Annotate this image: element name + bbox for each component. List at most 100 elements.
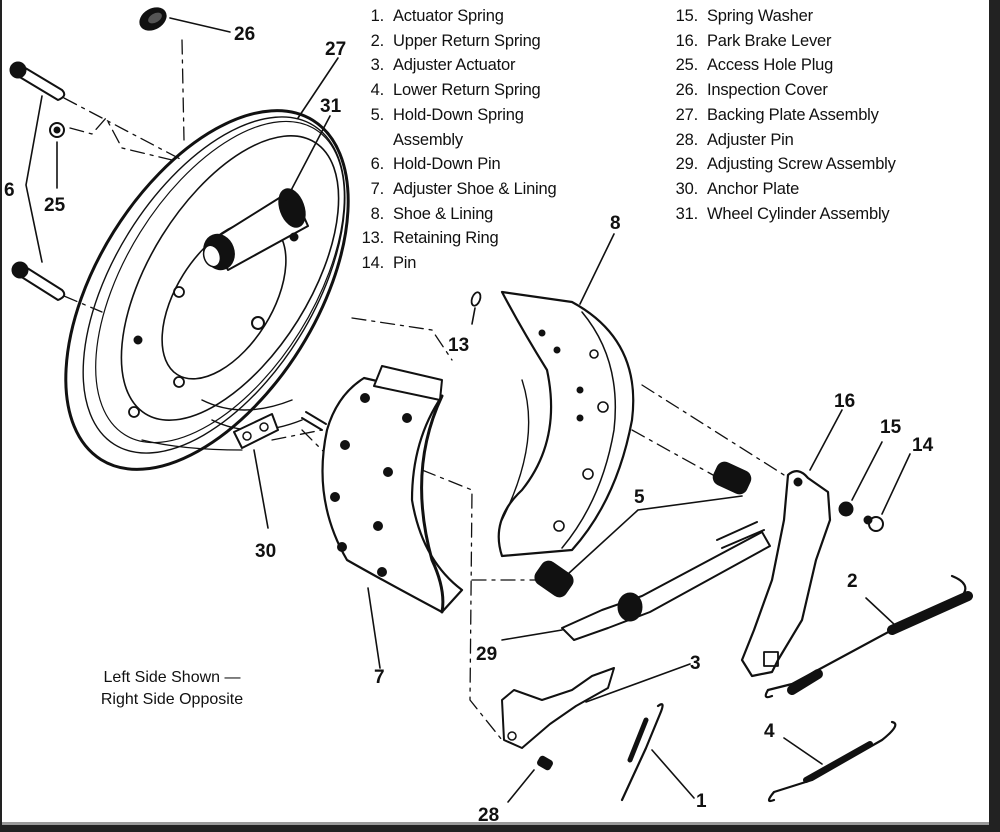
diagram-sheet: 1.Actuator Spring 2.Upper Return Spring …	[2, 0, 989, 824]
legend-item: 15. Spring Washer	[670, 4, 896, 29]
legend-label: Spring Washer	[707, 7, 813, 25]
hold-down-pins	[9, 61, 66, 301]
anchor-plate	[233, 411, 327, 449]
legend-item: 28. Adjuster Pin	[670, 128, 896, 153]
legend-label: Pin	[393, 254, 417, 273]
callout-2: 2	[847, 571, 858, 592]
adjuster-pin	[537, 755, 553, 771]
legend-number: 7.	[370, 179, 385, 198]
legend-label: Adjuster Pin	[707, 130, 794, 149]
legend-label: Retaining Ring	[393, 229, 499, 248]
callout-7: 7	[374, 667, 385, 688]
note-line: Right Side Opposite	[100, 691, 244, 708]
legend-item: 16.Park Brake Lever	[670, 29, 896, 54]
upper-return-spring	[764, 574, 973, 699]
legend-label: Actuator Spring	[393, 7, 504, 25]
legend-label: Park Brake Lever	[707, 31, 832, 50]
legend-item: 25. Access Hole Plug	[670, 53, 896, 78]
legend-label: Adjusting Screw Assembly	[707, 155, 896, 174]
legend-label: Adjuster Actuator	[393, 56, 516, 75]
legend-item: 6. Hold-Down Pin	[356, 152, 556, 177]
wheel-cylinder	[202, 188, 309, 271]
legend-label: Hold-Down Pin	[393, 155, 501, 174]
legend-number: 30.	[675, 179, 699, 198]
legend-label: Access Hole Plug	[707, 56, 834, 75]
side-note: Left Side Shown — Right Side Opposite	[82, 667, 262, 711]
park-brake-lever	[740, 470, 832, 678]
legend-item: 31. Wheel Cylinder Assembly	[670, 202, 896, 227]
legend-item: 27. Backing Plate Assembly	[670, 103, 896, 128]
legend-item-continuation: Assembly	[356, 128, 556, 153]
legend-item: 13. Retaining Ring	[356, 226, 556, 251]
legend-number: 8.	[370, 204, 385, 223]
legend-number: 28.	[675, 130, 699, 149]
legend-number: 26.	[675, 81, 699, 100]
callout-15: 15	[880, 417, 902, 438]
legend-number: 14.	[361, 254, 385, 273]
actuator-spring	[620, 703, 664, 802]
callout-27: 27	[325, 39, 347, 60]
callout-25: 25	[44, 195, 66, 216]
brake-assembly-drawing	[9, 7, 973, 803]
adjuster-shoe	[321, 365, 464, 614]
legend-label: Shoe & Lining	[393, 204, 494, 223]
spring-washer	[838, 501, 854, 517]
callout-1: 1	[696, 791, 707, 812]
callout-3: 3	[690, 653, 701, 674]
parts-legend-right: 15. Spring Washer 16.Park Brake Lever 25.…	[670, 4, 896, 226]
hold-down-springs	[534, 461, 752, 598]
legend-item: 3. Adjuster Actuator	[356, 53, 556, 78]
lower-return-spring	[767, 720, 897, 803]
adjusting-screw	[561, 521, 771, 641]
legend-number: 13.	[361, 229, 385, 248]
legend-number: 1.	[370, 7, 385, 25]
callout-8: 8	[610, 213, 621, 234]
legend-label: Upper Return Spring	[393, 31, 541, 50]
callout-26: 26	[234, 24, 256, 45]
callout-31: 31	[320, 96, 342, 117]
access-hole-plug	[49, 122, 65, 138]
callout-5: 5	[634, 487, 645, 508]
legend-label: Hold-Down Spring	[393, 105, 524, 124]
legend-label: Lower Return Spring	[393, 81, 541, 100]
legend-item: 7.Adjuster Shoe & Lining	[356, 177, 557, 202]
legend-label: Anchor Plate	[707, 179, 800, 198]
retaining-ring	[470, 291, 482, 307]
callout-6: 6	[4, 180, 15, 201]
legend-number: 25.	[675, 56, 699, 75]
legend-item: 8. Shoe & Lining	[356, 202, 556, 227]
pin-part	[863, 515, 884, 532]
backing-plate	[64, 109, 350, 471]
legend-label: Wheel Cylinder Assembly	[707, 204, 890, 223]
legend-number: 2.	[370, 31, 385, 50]
legend-number: 27.	[675, 105, 699, 124]
adjuster-actuator	[501, 667, 615, 749]
legend-number: 5.	[370, 105, 385, 124]
legend-item: 4. Lower Return Spring	[356, 78, 556, 103]
legend-number: 3.	[370, 56, 385, 75]
legend-item: 1. Actuator Spring	[356, 4, 556, 29]
parts-legend-left: 1.Actuator Spring 2.Upper Return Spring …	[356, 4, 557, 276]
legend-label: Inspection Cover	[707, 81, 828, 100]
callout-16: 16	[834, 391, 856, 412]
legend-number: 29.	[675, 155, 699, 174]
note-line: Left Side Shown —	[103, 669, 241, 686]
assembly-guide-lines	[63, 39, 793, 741]
callout-14: 14	[912, 435, 934, 456]
legend-number: 6.	[370, 155, 385, 174]
legend-number: 15.	[675, 7, 699, 25]
legend-label: Backing Plate Assembly	[707, 105, 879, 124]
inspection-cover	[139, 7, 167, 31]
callout-29: 29	[476, 644, 498, 665]
legend-item: 14. Pin	[356, 251, 556, 276]
callout-30: 30	[255, 541, 277, 562]
legend-item: 2. Upper Return Spring	[356, 29, 556, 54]
brake-shoe	[497, 290, 635, 558]
legend-number: 4.	[370, 81, 385, 100]
legend-number: 31.	[675, 204, 699, 223]
leader-lines	[25, 17, 911, 803]
callout-4: 4	[764, 721, 775, 742]
sheet-bottom-edge	[2, 822, 989, 825]
legend-label: Assembly	[393, 130, 463, 149]
legend-item: 26. Inspection Cover	[670, 78, 896, 103]
